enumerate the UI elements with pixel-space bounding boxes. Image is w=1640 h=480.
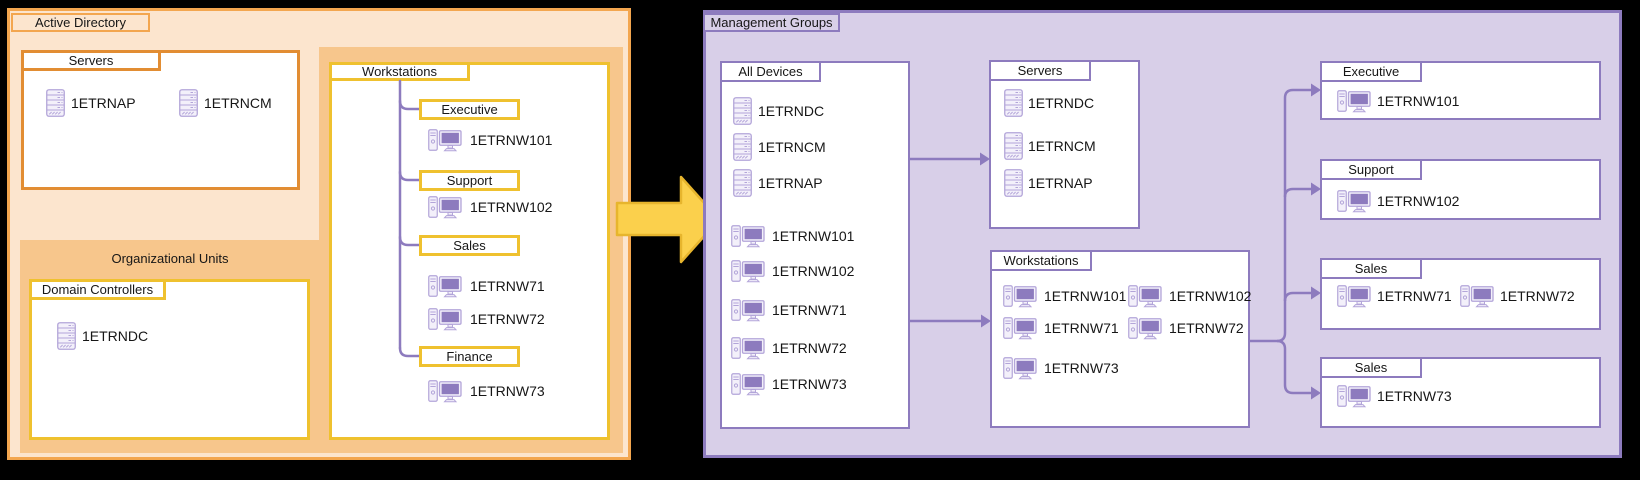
device-label: 1ETRNDC xyxy=(82,328,149,344)
all-devices-tab: All Devices xyxy=(720,61,821,82)
device-label: 1ETRNW102 xyxy=(470,199,553,215)
device-label: 1ETRNW71 xyxy=(1044,320,1119,336)
device-label: 1ETRNDC xyxy=(758,103,825,119)
device-label: 1ETRNW102 xyxy=(1169,288,1252,304)
device-label: 1ETRNDC xyxy=(1028,95,1095,111)
device-label: 1ETRNW73 xyxy=(1377,388,1452,404)
device-label: 1ETRNW72 xyxy=(772,340,847,356)
device-label: 1ETRNW73 xyxy=(772,376,847,392)
device-label: 1ETRNAP xyxy=(758,175,823,191)
device-label: 1ETRNW101 xyxy=(1044,288,1127,304)
ou-tab-support: Support xyxy=(419,170,520,191)
device-label: 1ETRNW101 xyxy=(1377,93,1460,109)
ad-servers-box xyxy=(21,50,300,190)
device-label: 1ETRNW101 xyxy=(470,132,553,148)
transform-arrow xyxy=(615,175,721,264)
ad-workstations-tab: Workstations xyxy=(329,62,470,81)
mg-workstations-box xyxy=(990,250,1250,428)
device-label: 1ETRNW71 xyxy=(470,278,545,294)
device-label: 1ETRNW73 xyxy=(470,383,545,399)
device-label: 1ETRNAP xyxy=(1028,175,1093,191)
device-label: 1ETRNCM xyxy=(1028,138,1096,154)
ou-tab-finance: Finance xyxy=(419,346,520,367)
organizational-units-label: Organizational Units xyxy=(111,251,229,266)
device-label: 1ETRNW73 xyxy=(1044,360,1119,376)
mg-workstations-tab: Workstations xyxy=(990,250,1092,271)
domain-controllers-tab: Domain Controllers xyxy=(29,279,166,300)
mg-executive-tab: Executive xyxy=(1320,61,1422,82)
device-label: 1ETRNW102 xyxy=(1377,193,1460,209)
mg-sales2-tab: Sales xyxy=(1320,357,1422,378)
ou-tab-executive: Executive xyxy=(419,99,520,120)
ad-servers-tab: Servers xyxy=(21,50,161,71)
mg-sales-tab: Sales xyxy=(1320,258,1422,279)
device-label: 1ETRNW72 xyxy=(1169,320,1244,336)
domain-controllers-box xyxy=(29,279,310,440)
ou-tab-sales: Sales xyxy=(419,235,520,256)
device-label: 1ETRNAP xyxy=(71,95,136,111)
device-label: 1ETRNW72 xyxy=(470,311,545,327)
device-label: 1ETRNW102 xyxy=(772,263,855,279)
mg-support-tab: Support xyxy=(1320,159,1422,180)
device-label: 1ETRNW71 xyxy=(1377,288,1452,304)
device-label: 1ETRNW101 xyxy=(772,228,855,244)
device-label: 1ETRNCM xyxy=(758,139,826,155)
management-groups-tab: Management Groups xyxy=(703,13,840,32)
active-directory-tab: Active Directory xyxy=(11,13,150,32)
device-label: 1ETRNW72 xyxy=(1500,288,1575,304)
mg-servers-tab: Servers xyxy=(989,60,1091,81)
device-label: 1ETRNW71 xyxy=(772,302,847,318)
device-label: 1ETRNCM xyxy=(204,95,272,111)
